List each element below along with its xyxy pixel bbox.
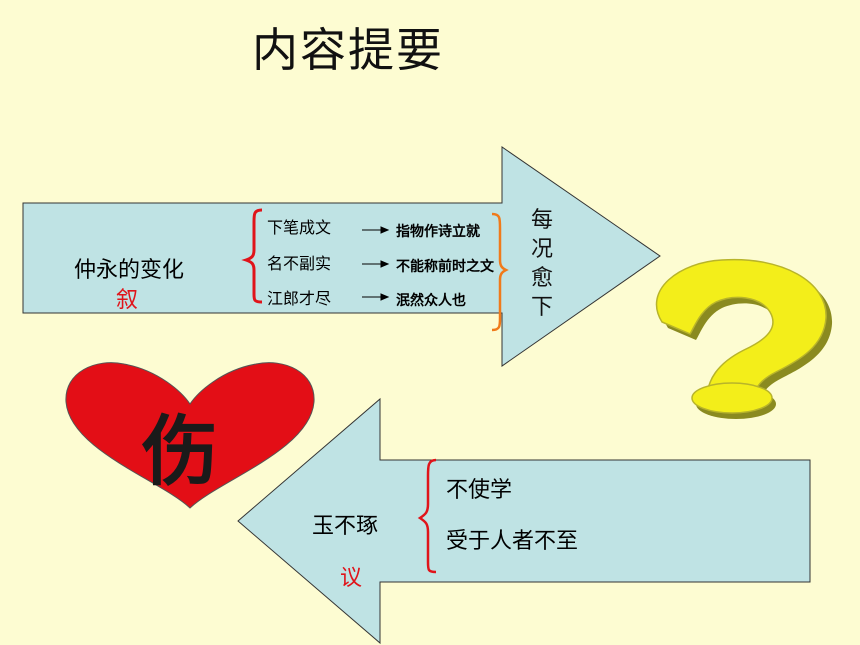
heart-shape	[65, 362, 315, 509]
red-brace-top	[241, 208, 263, 304]
narrate-tag: 叙	[116, 288, 139, 313]
red-brace-bottom	[417, 458, 437, 574]
item-left-2: 名不副实	[267, 254, 332, 273]
arrow-right-icon	[362, 226, 390, 301]
orange-brace	[491, 212, 509, 332]
bottom-line-1: 不使学	[446, 478, 513, 503]
bottom-line-2: 受于人者不至	[446, 529, 579, 554]
heart-label: 伤	[142, 407, 218, 496]
discuss-tag: 议	[340, 566, 363, 591]
item-left-3: 江郎才尽	[267, 289, 332, 308]
item-right-3: 泯然众人也	[396, 293, 466, 309]
main-label-top: 仲永的变化	[74, 258, 185, 283]
item-left-1: 下笔成文	[267, 218, 332, 237]
main-label-bottom: 玉不琢	[312, 514, 379, 539]
vertical-text: 每况愈下	[530, 208, 553, 320]
left-arrow-shape	[237, 397, 811, 645]
page-title: 内容提要	[252, 23, 444, 77]
item-right-2: 不能称前时之文	[396, 259, 494, 275]
question-mark-icon	[655, 258, 833, 419]
item-right-1: 指物作诗立就	[396, 224, 480, 240]
